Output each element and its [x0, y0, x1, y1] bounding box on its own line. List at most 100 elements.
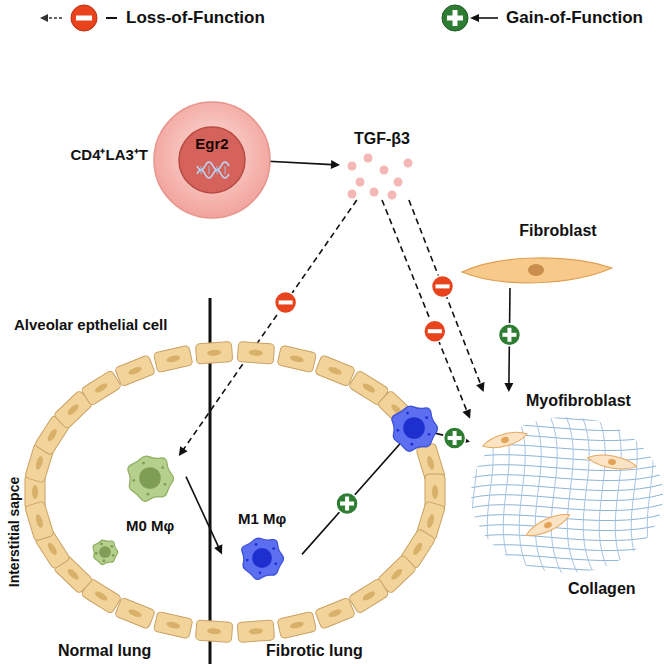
- plus-mark-part: [336, 493, 358, 515]
- alveolar-ring-part-part: [81, 370, 122, 406]
- minus-mark: [275, 291, 297, 313]
- myofibroblast-cells: [481, 428, 637, 540]
- myofibroblast-cells-part-part: [524, 509, 573, 540]
- myofibroblast-cells-part-part: [608, 458, 617, 465]
- collagen-mesh-part: [470, 494, 664, 501]
- macrophages-part-part: [110, 545, 113, 548]
- alveolar-ring-part: [115, 355, 156, 387]
- diagram-node: Alveolar epthelial cell M0 Mφ M1 Mφ: [0, 314, 452, 640]
- alveolar-ring-part-part: [32, 485, 38, 499]
- plus-mark: [498, 324, 520, 346]
- gain-legend-symbol-part: [442, 5, 468, 31]
- node-label: Fibroblast: [519, 222, 596, 240]
- alveolar-ring-part-part: [207, 349, 221, 356]
- node-label: Alveolar epthelial cell: [14, 316, 167, 333]
- alveolar-ring-part: [153, 345, 193, 372]
- alveolar-ring-part-part: [315, 355, 356, 387]
- tgf-dots-part: [348, 162, 357, 171]
- connector-line: [409, 200, 481, 385]
- alveolar-ring-part-part: [94, 590, 109, 603]
- node-label: M0 Mφ: [126, 517, 174, 534]
- alveolar-ring-part-part: [153, 345, 193, 372]
- collagen-mesh-part: [470, 544, 664, 551]
- macrophages-part-part: [102, 559, 105, 562]
- alveolar-ring-part-part: [432, 485, 438, 499]
- arrow-head: [462, 409, 470, 419]
- macrophages-part-part: [139, 467, 161, 489]
- macrophages-part: [392, 406, 438, 451]
- plus-mark: [336, 493, 358, 515]
- tgf-dots-part: [380, 166, 389, 175]
- macrophages-part-part: [406, 412, 409, 415]
- tgf-dots-part: [404, 159, 413, 168]
- alveolar-ring-part: [315, 597, 356, 629]
- alveolar-ring-part-part: [289, 354, 304, 363]
- plus-mark-part: [507, 328, 511, 342]
- node-label: CD4⁺LA3⁺T: [70, 146, 148, 163]
- node-label: M1 Mφ: [238, 510, 286, 527]
- macrophages-part-part: [403, 417, 425, 439]
- t-cell-part: [197, 162, 229, 170]
- minus-mark-part: [431, 275, 453, 297]
- alveolar-ring-part: [237, 342, 274, 365]
- region-label: Interstitial sapce: [6, 477, 22, 588]
- minus-mark: [424, 320, 446, 342]
- collagen-mesh-part: [550, 416, 562, 574]
- alveolar-ring: [25, 342, 446, 643]
- diagram-node: M1 Mφ: [222, 510, 302, 584]
- diagram-node: Myofibroblast: [470, 392, 664, 570]
- t-cell-part: [197, 170, 229, 178]
- collagen-mesh-part: [470, 474, 664, 481]
- fibroblast-cell: [462, 258, 612, 283]
- connector-line: [186, 477, 219, 547]
- myofibroblast-cells-part-part: [481, 428, 529, 451]
- alveolar-ring-part-part: [127, 365, 142, 376]
- collagen-mesh-part: [470, 424, 664, 431]
- diagram-node: M0 Mφ: [114, 452, 186, 534]
- macrophages-part-part: [93, 540, 118, 564]
- collagen-mesh-part: [646, 416, 658, 574]
- alveolar-ring-part: [81, 370, 122, 406]
- alveolar-ring-part: [153, 611, 193, 638]
- macrophages-part-part: [259, 571, 262, 574]
- macrophages-part-part: [146, 493, 149, 496]
- minus-mark: [431, 275, 453, 297]
- connector: [186, 477, 222, 555]
- alveolar-ring-part-part: [153, 611, 193, 638]
- plus-mark-part: [498, 324, 520, 346]
- alveolar-ring-part-part: [361, 590, 376, 603]
- alveolar-ring-part-part: [34, 455, 44, 470]
- alveolar-ring-part-part: [348, 578, 389, 614]
- myofibroblast-cells-part: [586, 452, 637, 473]
- macrophages-part-part: [164, 483, 167, 486]
- alveolar-ring-part-part: [94, 382, 109, 395]
- macrophages-part-part: [252, 548, 272, 568]
- region-label: Fibrotic lung: [266, 642, 363, 660]
- loss-legend-symbol-part: [71, 5, 97, 31]
- alveolar-ring-part-part: [34, 514, 44, 529]
- alveolar-ring-part-part: [426, 514, 436, 529]
- connector-line: [302, 428, 462, 554]
- diagram-node: Egr2: [178, 126, 246, 194]
- collagen-mesh-part: [582, 416, 594, 574]
- macrophages-part-part: [142, 462, 145, 465]
- collagen-mesh-part: [566, 416, 578, 574]
- collagen-mesh-part: [662, 416, 664, 574]
- alveolar-ring-part-part: [249, 349, 263, 356]
- alveolar-ring-part-part: [237, 620, 274, 643]
- alveolar-ring-part: [277, 611, 317, 638]
- alveolar-ring-part-part: [195, 620, 232, 643]
- tgf-dots-part: [370, 188, 379, 197]
- alveolar-ring-part: [277, 345, 317, 372]
- macrophages-part-part: [272, 547, 275, 550]
- alveolar-ring-part-part: [166, 354, 181, 363]
- macrophages-part: [128, 456, 174, 501]
- collagen-mesh-part: [630, 416, 642, 574]
- macrophages-part-part: [99, 546, 111, 558]
- collagen-mesh-part: [598, 416, 610, 574]
- loss-legend-symbol-part: [46, 17, 62, 19]
- collagen-mesh-part: [470, 416, 482, 574]
- macrophages-part-part: [425, 416, 428, 419]
- macrophages-part-part: [410, 443, 413, 446]
- alveolar-ring-part-part: [315, 597, 356, 629]
